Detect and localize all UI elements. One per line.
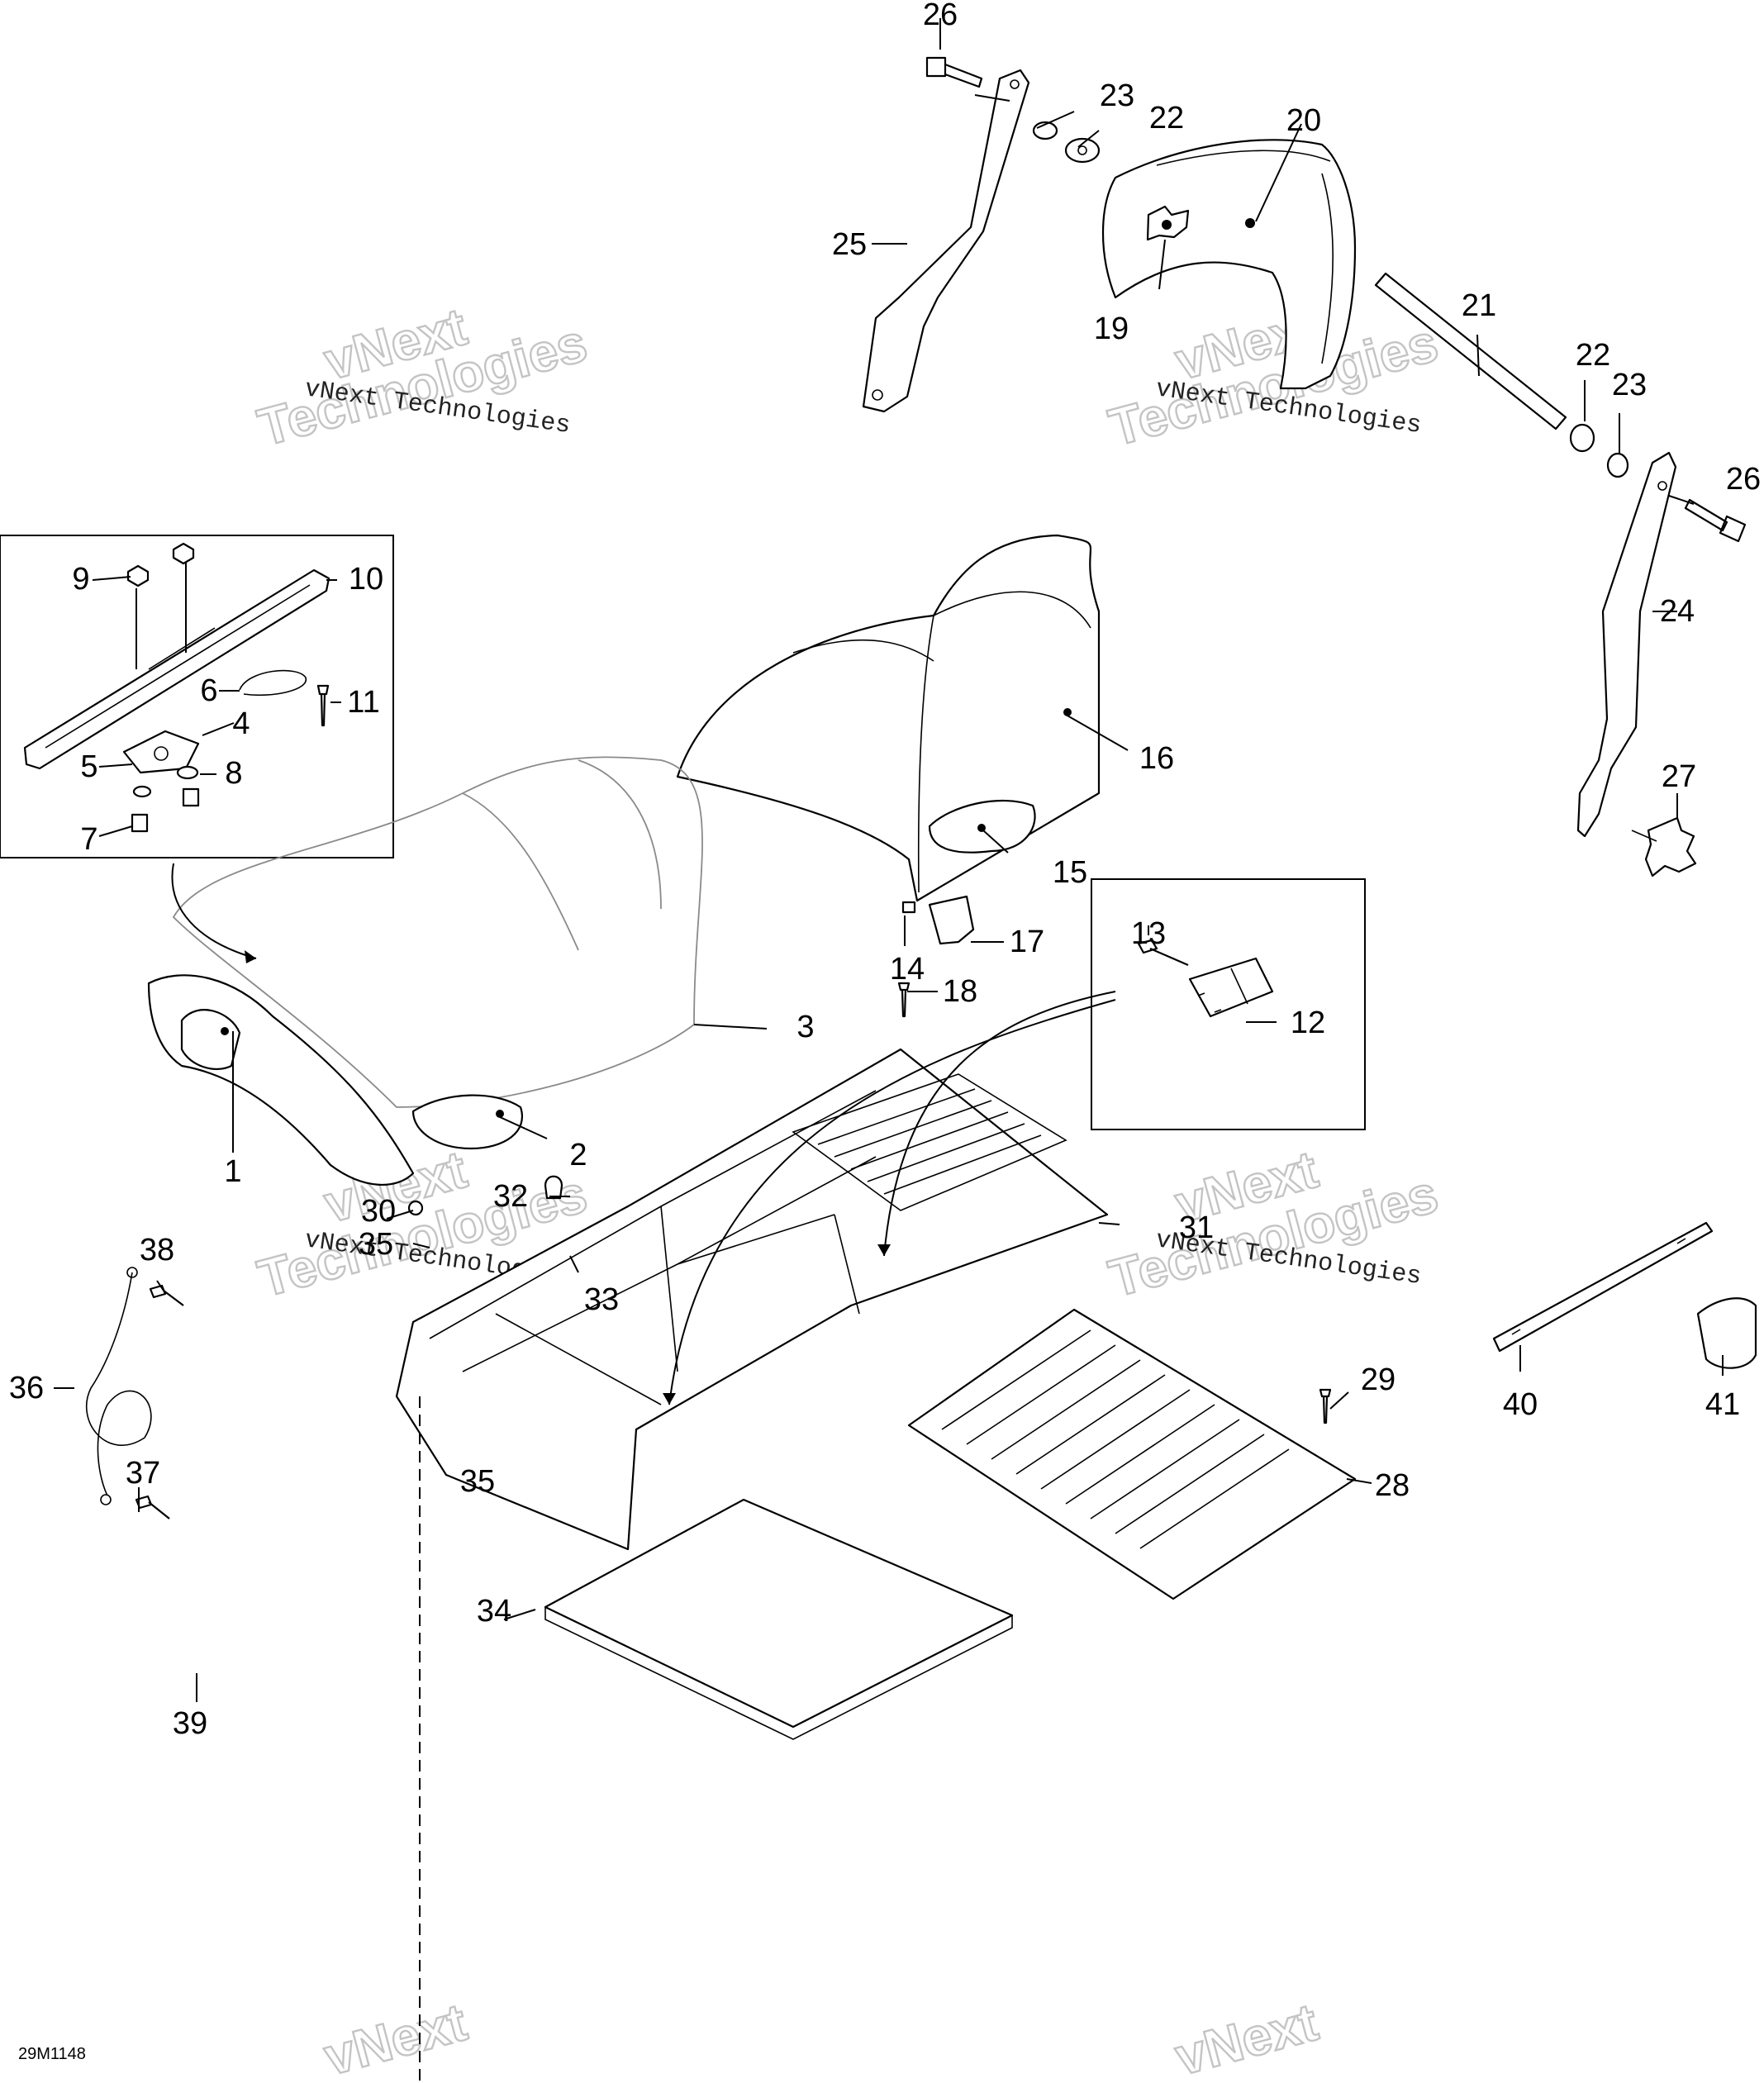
callout-17: 17 [1010,925,1044,959]
callout-39: 39 [173,1706,207,1741]
callout-22b: 22 [1576,338,1610,373]
washer [1064,137,1101,164]
watermark-big-9: vNext [318,1992,473,2083]
callout-16: 16 [1139,741,1174,776]
curved-arrow [668,999,1116,1405]
curved-arrow [883,991,1116,1257]
screw [182,787,200,807]
callout-2: 2 [569,1138,587,1172]
callout-23b: 23 [1612,368,1647,402]
callout-25: 25 [832,227,867,262]
watermark-top-right: vNext Technologies vNext Technologies [1102,296,1445,459]
light-bulb [544,1175,563,1200]
seat-tray [395,1048,1109,1551]
curved-arrow [171,863,257,959]
callout-23a: 23 [1100,78,1134,113]
callout-3: 3 [796,1010,814,1044]
nut [407,1200,424,1216]
screw [131,813,149,833]
seat-outline [172,756,703,1108]
right-backrest-bracket [1576,451,1677,838]
bolt [1684,498,1747,543]
cargo-box [676,534,1101,902]
callout-14: 14 [890,952,925,987]
clip-bracket [928,895,975,945]
callout-27: 27 [1662,759,1696,794]
callout-12: 12 [1291,1006,1325,1040]
rivet [897,982,911,1018]
callout-10: 10 [349,562,383,597]
callout-32: 32 [493,1179,528,1214]
callout-20: 20 [1286,103,1321,138]
callout-6: 6 [200,673,217,708]
callout-31: 31 [1179,1210,1214,1245]
backrest-cushion [1101,139,1357,390]
callout-40: 40 [1503,1387,1538,1422]
callout-28: 28 [1375,1468,1410,1503]
rivet [1319,1388,1332,1424]
rivet [135,1495,170,1519]
callout-26a: 26 [923,0,958,32]
callout-18: 18 [943,974,977,1009]
callout-26b: 26 [1726,462,1761,497]
knob [1644,816,1697,877]
callout-13: 13 [1131,916,1166,951]
callout-34: 34 [477,1594,511,1629]
washer [176,765,199,780]
callout-1: 1 [224,1154,241,1189]
hex-nut [126,564,150,587]
watermark-mid-right: vNext Technologies vNext Technologies [1102,1139,1445,1310]
latch-loop [239,669,307,697]
tray-grid-frame [792,1073,1067,1211]
callout-7: 7 [80,822,97,857]
rivet [149,1284,184,1306]
latch-detail-box [0,535,394,858]
hinge-screw [1137,939,1189,967]
watermark-top-left: vNext Technologies vNext Technologies [251,296,594,459]
callout-35b: 35 [359,1227,393,1262]
rack-grid [907,1308,1357,1600]
rail-end-cap [1696,1297,1757,1369]
callout-11: 11 [347,685,379,720]
callout-36: 36 [9,1371,44,1405]
side-rail [1492,1221,1714,1353]
callout-22a: 22 [1149,101,1184,136]
bolt [925,56,983,88]
rivet [316,684,330,727]
hex-nut [172,542,195,565]
callout-8: 8 [225,756,242,791]
foot [901,901,916,914]
hinge-detail-box [1091,878,1366,1130]
callout-41: 41 [1705,1387,1740,1422]
figure-code: 29M1148 [18,2045,86,2063]
callout-24: 24 [1660,594,1695,629]
tether-cable [86,1272,152,1496]
hinge [1188,957,1274,1018]
callout-38: 38 [140,1233,174,1267]
washer [132,785,152,798]
callout-19: 19 [1094,311,1129,346]
callout-37: 37 [126,1456,160,1491]
seat-handle [180,1009,241,1070]
callout-29: 29 [1361,1363,1396,1397]
callout-5: 5 [80,749,97,784]
callout-30: 30 [361,1194,396,1229]
callout-35a: 35 [460,1464,495,1499]
callout-9: 9 [72,562,89,597]
left-backrest-bracket [862,69,1030,413]
watermark-big-10: vNext [1169,1992,1324,2083]
washer [1569,423,1595,453]
watermark-bottom: vNext vNext [317,1991,1324,2083]
latch-body [122,730,200,774]
backrest-shaft [1374,272,1567,430]
callout-33: 33 [584,1282,619,1317]
spacer [1606,452,1629,478]
seat-grip [411,1094,523,1150]
callout-4: 4 [232,706,250,741]
callout-15: 15 [1053,855,1087,890]
callout-21: 21 [1462,288,1496,323]
